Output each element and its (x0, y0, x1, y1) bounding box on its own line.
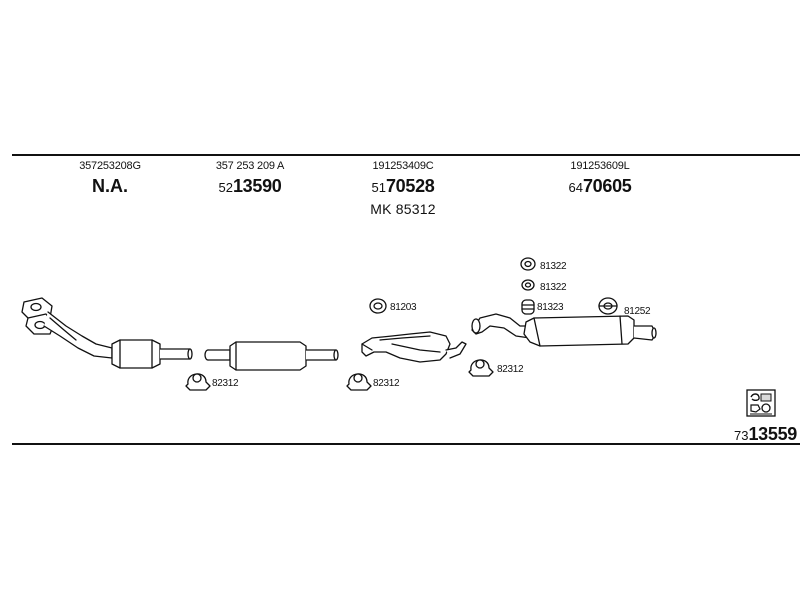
component-2-header: 357 253 209 A 5213590 (170, 160, 330, 198)
parts-set-icon (746, 389, 776, 417)
set-number-main: 13559 (748, 424, 797, 444)
part-number-prefix: 52 (218, 180, 233, 195)
part-number-main: 70528 (385, 176, 435, 196)
middle-silencer-icon (361, 331, 467, 363)
rear-silencer-icon (471, 313, 657, 347)
oe-number: 357 253 209 A (215, 160, 285, 172)
part-number-na: N.A. (92, 176, 128, 196)
oe-number: 357253208G (79, 160, 141, 172)
clamp-label: 82312 (373, 378, 400, 389)
component-4-header: 191253609L 6470605 (520, 160, 680, 198)
rubber-ring-icon (369, 298, 387, 314)
rubber-ring-icon (520, 257, 536, 271)
hanger-icon (598, 297, 618, 315)
part-number: 5213590 (170, 176, 330, 198)
rubber-ring-label: 81322 (540, 282, 567, 293)
part-number-prefix: 64 (568, 180, 583, 195)
rubber-ring-icon (521, 299, 535, 315)
clamp-icon (468, 359, 494, 377)
rubber-ring-label: 81323 (537, 302, 564, 313)
middle-silencer-icon (204, 341, 339, 371)
oe-number: 191253609L (570, 160, 630, 172)
rubber-ring-label: 81203 (390, 302, 417, 313)
bottom-rule (12, 443, 800, 445)
part-number-main: 13590 (232, 176, 282, 196)
part-number-main: 70605 (582, 176, 632, 196)
clamp-label: 82312 (212, 378, 239, 389)
set-number: 7313559 (734, 424, 797, 446)
part-number-prefix: 51 (371, 180, 386, 195)
set-number-prefix: 73 (733, 428, 749, 443)
catalytic-converter-icon (111, 339, 193, 369)
oe-number: 191253409C (372, 160, 434, 172)
component-3-header: 191253409C 5170528 MK 85312 (323, 160, 483, 218)
clamp-icon (185, 373, 211, 391)
clamp-icon (346, 373, 372, 391)
part-number: 5170528 (323, 176, 483, 198)
rubber-ring-icon (521, 279, 535, 291)
rubber-ring-label: 81322 (540, 261, 567, 272)
hanger-label: 81252 (624, 306, 651, 317)
mounting-kit-number: MK 85312 (370, 201, 436, 217)
front-pipe-icon (21, 297, 113, 359)
part-number: 6470605 (520, 176, 680, 198)
component-1-header: 357253208G N.A. (30, 160, 190, 196)
clamp-label: 82312 (497, 364, 524, 375)
top-rule (12, 154, 800, 156)
